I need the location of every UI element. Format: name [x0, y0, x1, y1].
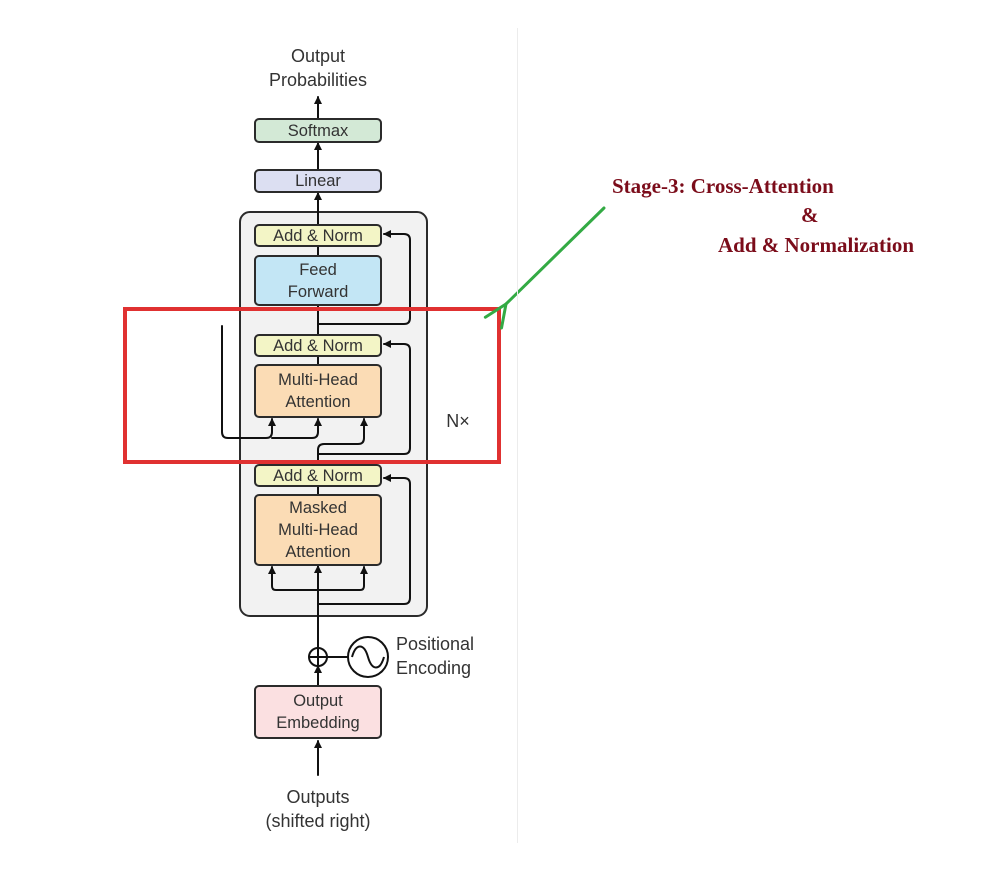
output-probabilities-label: Output Probabilities [268, 46, 368, 90]
annotation-line-1: Stage-3: Cross-Attention [612, 174, 834, 198]
softmax-box: Softmax [254, 118, 382, 143]
cross-attn-q-arrow [317, 418, 368, 466]
output-embedding-box: Output Embedding [254, 685, 382, 739]
cross-attention-highlight [123, 307, 501, 464]
cross-attention-box: Multi-Head Attention [254, 364, 382, 418]
residual-1-arrow [317, 474, 411, 605]
masked-attention-box: Masked Multi-Head Attention [254, 494, 382, 566]
sine-wave-icon [347, 636, 389, 678]
annotation-line-2: & [801, 203, 819, 227]
encoder-v-arrow [271, 418, 322, 439]
masked-attn-k-arrow [317, 566, 368, 591]
masked-attn-q-arrow [268, 566, 319, 591]
annotation-line-3: Add & Normalization [718, 233, 914, 257]
annotation-pointer-arrow [483, 206, 606, 330]
linear-box: Linear [254, 169, 382, 193]
outputs-label: Outputs (shifted right) [265, 787, 371, 831]
positional-encoding-label: Positional Encoding [396, 634, 475, 678]
feed-forward-box: Feed Forward [254, 255, 382, 306]
add-norm-box-2: Add & Norm [254, 334, 382, 357]
add-norm-box-1: Add & Norm [254, 464, 382, 487]
panel-divider [517, 28, 518, 843]
residual-2-arrow [317, 340, 411, 455]
add-norm-box-3: Add & Norm [254, 224, 382, 247]
encoder-kv-arrow [221, 325, 276, 439]
residual-3-arrow [317, 230, 411, 325]
positional-add-icon [308, 647, 328, 667]
repeat-label: N× [446, 411, 470, 431]
